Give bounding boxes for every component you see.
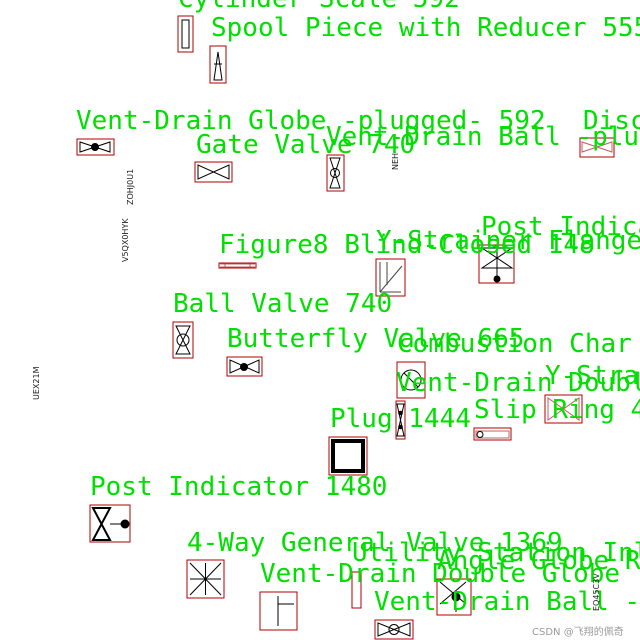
label-y-strainer-flanged: Y-Strainer Flanged 148: [376, 226, 640, 256]
globe-valve-icon: [79, 141, 111, 153]
plug-icon: [331, 439, 365, 473]
four-way-icon: [189, 562, 222, 596]
label-cylinder-scale: Cylinder Scale 592: [178, 0, 460, 12]
vent-drain-double-box: [395, 400, 406, 440]
double-valve-icon: [396, 403, 405, 437]
tag-neh: NEH: [391, 152, 400, 170]
vent-drain-ball-box: [326, 154, 345, 192]
watermark: CSDN @飞翔的佩奇: [532, 627, 624, 638]
reducer-box: [209, 45, 227, 84]
plug-box: [328, 436, 368, 476]
ball-valve-box: [172, 321, 194, 359]
label-utility-station: Utility Station Inl: [352, 538, 640, 568]
gate-valve-icon: [197, 164, 230, 180]
gate-valve-box: [194, 161, 233, 183]
y-strai-box: [544, 394, 583, 424]
label-vent-drain-ball-bottom: Vent-Drain Ball -p: [374, 587, 640, 617]
label-angle-globe: Angle Globe R: [437, 546, 640, 576]
y-strai-icon: [547, 397, 580, 421]
label-vent-drain-double: Vent-Drain Doubl: [396, 368, 640, 398]
double-globe-icon: [277, 596, 294, 626]
spool-piece-box: [177, 15, 194, 53]
utility-station-box: [351, 571, 362, 609]
label-figure8-blind: Figure8 Blind-Closed 148: [219, 230, 595, 260]
label-post-indicator: Post Indicator 1480: [90, 472, 388, 502]
double-globe-box: [259, 591, 298, 631]
label-plug: Plug 1444: [330, 404, 471, 434]
butterfly-valve-box: [226, 356, 263, 377]
label-y-strai: Y-Strai: [545, 361, 640, 391]
disc-icon: [581, 141, 613, 153]
figure8-blind-box: [218, 262, 257, 269]
tag-uex21m: UEX21M: [32, 366, 41, 400]
post-indicator-box: [89, 504, 131, 543]
vent-drain-globe-box: [76, 138, 115, 156]
label-four-way: 4-Way General Valve 1369: [187, 528, 563, 558]
disc-box: [579, 137, 615, 158]
ball-valve-vertical-icon: [329, 157, 341, 189]
combustion-icon: [400, 369, 422, 391]
label-disc: Disc: [583, 106, 640, 136]
label-slip-ring: Slip Ring 44: [474, 395, 640, 425]
slip-ring-icon: [475, 430, 510, 439]
label-combustion: Combustion Char: [397, 329, 632, 359]
angle-globe-icon: [439, 581, 467, 612]
post-indicator-top-icon: [480, 247, 514, 283]
tag-eq45c3v: EQ45C3V: [592, 573, 601, 611]
label-ball-valve: Ball Valve 740: [173, 289, 393, 319]
ball-valve-icon: [175, 325, 191, 355]
tag-v5qx0hyk: V5QX0HYK: [121, 218, 130, 262]
label-vent-drain-globe: Vent-Drain Globe -plugged- 592: [76, 106, 546, 136]
butterfly-valve-icon: [229, 359, 260, 374]
label-vent-drain-double-globe: Vent-Drain Double Globe -: [260, 559, 640, 589]
bottom-ball-icon: [377, 622, 411, 637]
post-indicator-icon: [91, 507, 130, 541]
label-butterfly-valve: Butterfly Valve 665: [227, 324, 525, 354]
bottom-ball-box: [374, 619, 414, 640]
label-gate-valve: Gate Valve 740: [196, 130, 416, 160]
tag-zohj0u1: ZOHJ0U1: [126, 168, 135, 205]
slip-ring-box: [473, 427, 512, 441]
reducer-icon: [213, 51, 223, 81]
y-strainer-box: [375, 258, 406, 297]
y-strainer-icon: [379, 262, 403, 293]
label-vent-drain-ball-plug: Vent-Drain Ball -plug: [326, 122, 640, 152]
label-spool-piece: Spool Piece with Reducer 555: [211, 13, 640, 43]
four-way-box: [186, 559, 225, 599]
angle-globe-box: [436, 578, 472, 616]
figure8-icon: [220, 263, 255, 268]
label-post-indicator-top: Post Indicat: [481, 212, 640, 242]
combustion-box: [396, 361, 426, 399]
post-indicator-top-box: [478, 244, 515, 284]
